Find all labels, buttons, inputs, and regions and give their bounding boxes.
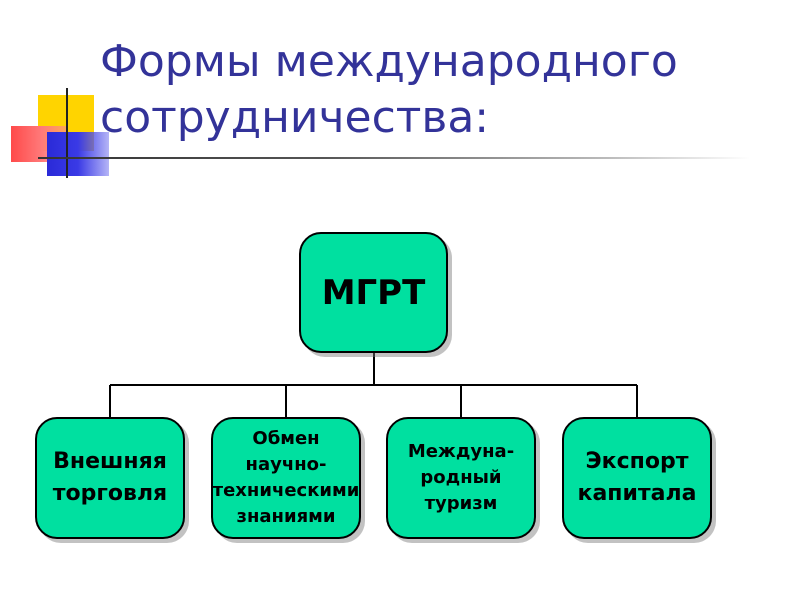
decorative-vertical-line — [66, 88, 68, 178]
slide-title: Формы международного сотрудничества: — [100, 36, 678, 143]
node-capital-export-label: Экспорт капитала — [577, 449, 697, 506]
node-mgrt: МГРТ — [299, 232, 448, 353]
node-knowledge-exchange: Обмен научно- техническими знаниями — [211, 417, 361, 539]
node-foreign-trade-label: Внешняя торговля — [52, 449, 168, 506]
node-international-tourism-label: Междуна- родный туризм — [407, 441, 515, 514]
node-foreign-trade: Внешняя торговля — [35, 417, 185, 539]
node-capital-export: Экспорт капитала — [562, 417, 712, 539]
decorative-blue-square — [47, 132, 109, 176]
node-mgrt-label: МГРТ — [321, 272, 426, 313]
node-international-tourism: Междуна- родный туризм — [386, 417, 536, 539]
title-underline — [38, 157, 750, 159]
node-knowledge-exchange-label: Обмен научно- техническими знаниями — [212, 428, 360, 527]
